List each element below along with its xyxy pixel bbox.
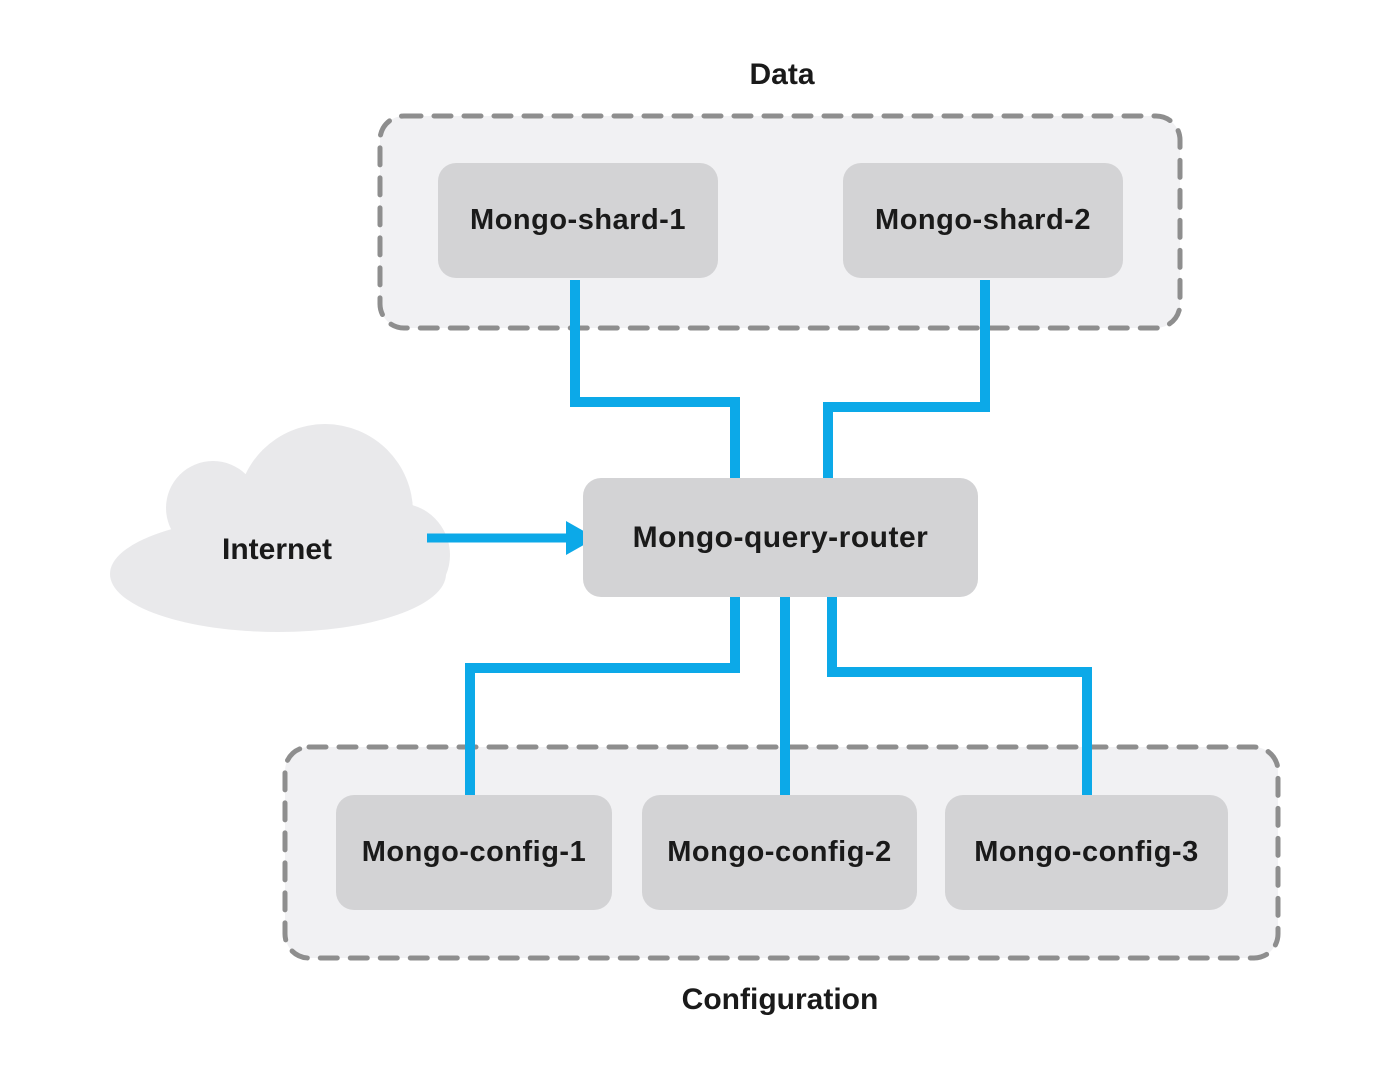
connector-shard2-router [823,280,990,478]
internet-cloud-icon [110,424,450,632]
connector-router-config1 [465,597,740,795]
node-mongo-config-2: Mongo-config-2 [642,795,917,910]
configuration-group-label: Configuration [681,983,879,1016]
connector-router-config3 [827,597,1092,795]
data-group-label: Data [749,58,815,91]
node-mongo-shard-1: Mongo-shard-1 [438,163,718,278]
node-mongo-config-3: Mongo-config-3 [945,795,1228,910]
node-mongo-shard-2: Mongo-shard-2 [843,163,1123,278]
connector-shard1-router [570,280,740,478]
internet-to-router-arrow [427,521,596,555]
internet-label: Internet [221,533,332,566]
node-mongo-config-1: Mongo-config-1 [336,795,612,910]
node-mongo-query-router: Mongo-query-router [583,478,978,597]
